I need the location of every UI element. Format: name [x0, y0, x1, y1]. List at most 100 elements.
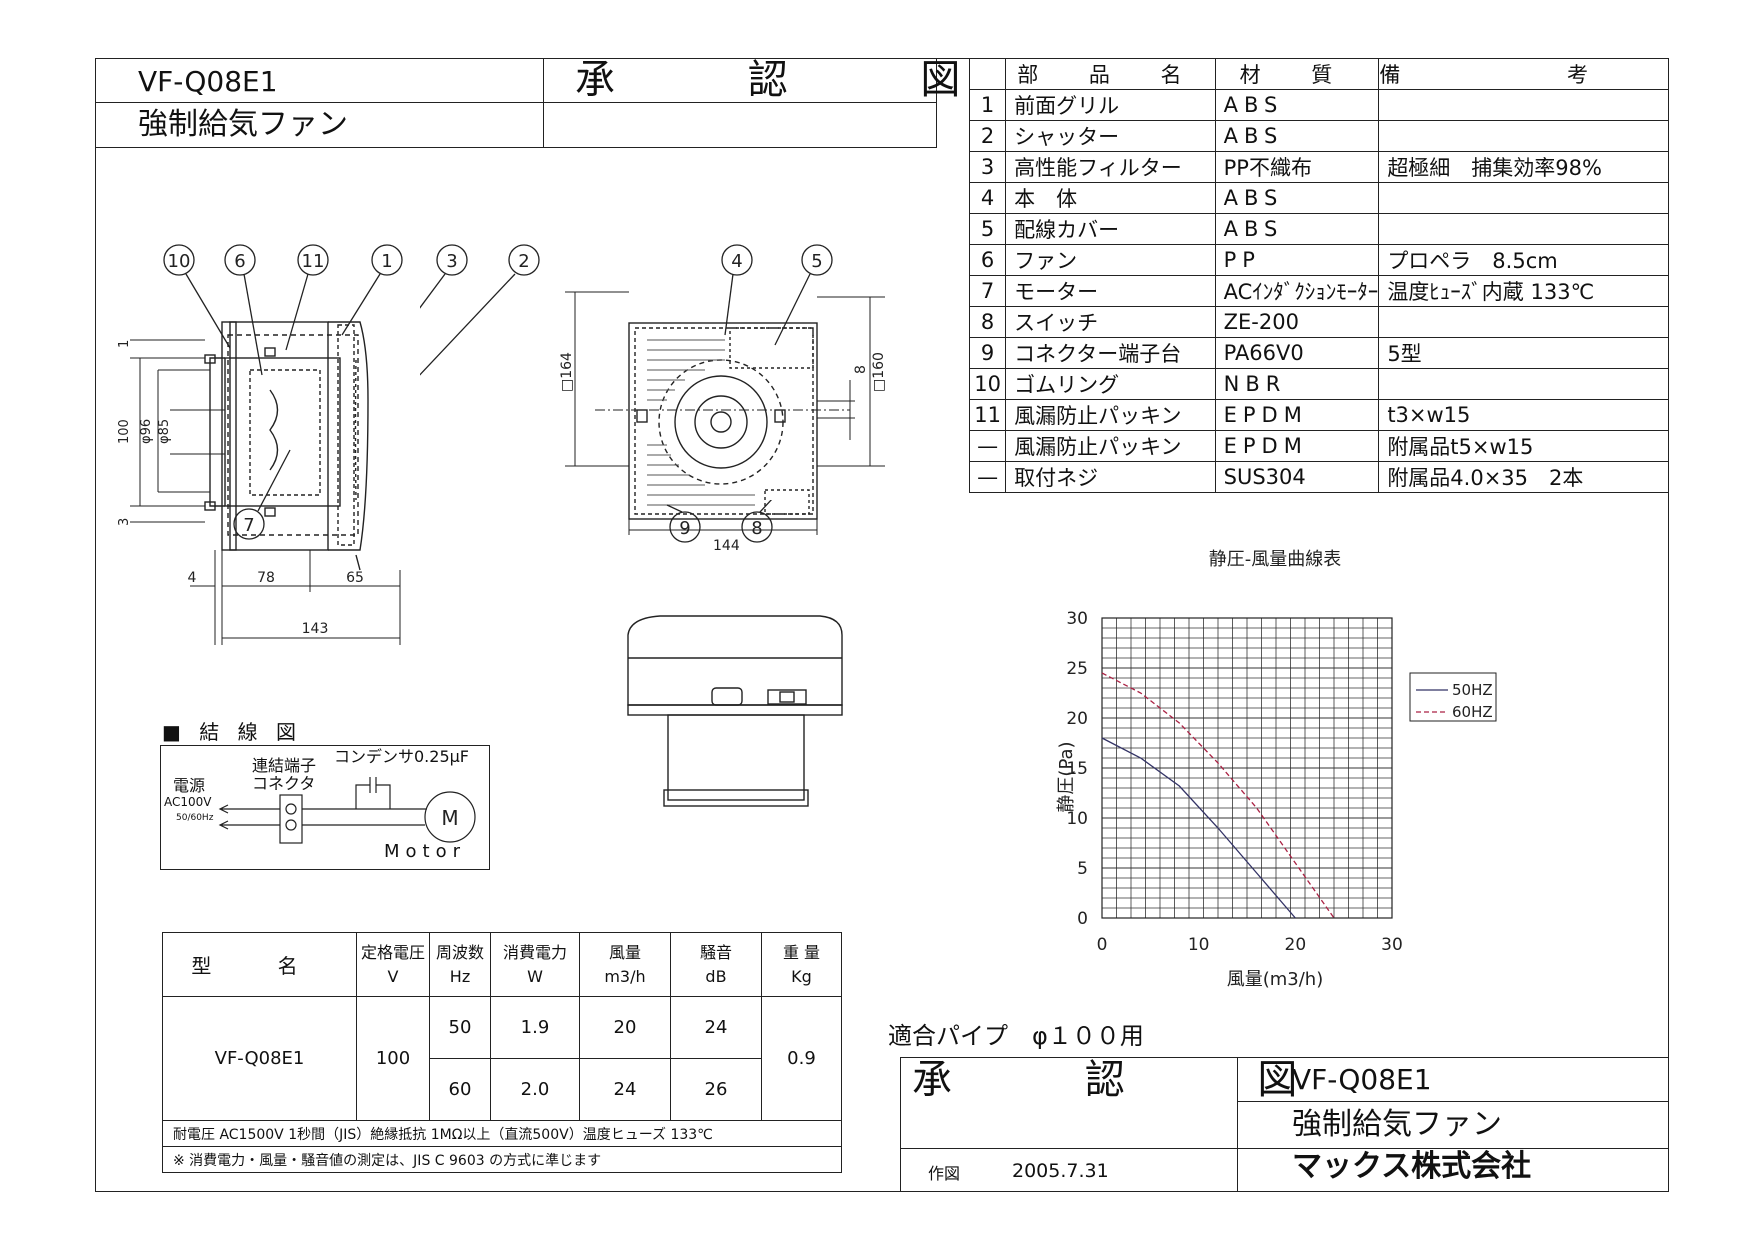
chart-ytick-label: 10 — [1066, 809, 1088, 829]
parts-remark — [1378, 89, 1669, 121]
chart-xtick-label: 10 — [1188, 935, 1210, 955]
side-dim-65: 65 — [346, 570, 364, 586]
parts-no: 1 — [968, 89, 1007, 121]
front-view-drawing: □164 □160 8 144 4 5 — [559, 244, 887, 554]
side-dim-100: 100 — [117, 419, 132, 444]
callout-6: 6 — [234, 251, 245, 272]
spec-airflow-50: 20 — [579, 996, 671, 1059]
front-view-callouts-bottom: 9 8 — [666, 500, 773, 543]
parts-remark — [1378, 120, 1669, 152]
wiring-schematic: M — [218, 777, 476, 844]
chart-ytick-label: 15 — [1066, 759, 1088, 779]
parts-remark: 附属品t5×w15 — [1378, 430, 1669, 462]
spec-noise-50: 24 — [670, 996, 762, 1059]
front-dim-8: 8 — [853, 365, 869, 374]
parts-name: 本 体 — [1005, 182, 1216, 214]
header-block — [95, 58, 937, 148]
parts-remark: 超極細 捕集効率98% — [1378, 151, 1669, 183]
spec-note-1: 耐電圧 AC1500V 1秒間（JIS）絶縁抵抗 1MΩ以上（直流500V）温度… — [162, 1120, 842, 1147]
chart-series-line-50hz — [1101, 737, 1296, 919]
callout-1: 1 — [381, 251, 392, 272]
parts-header-remark: 備 考 — [1378, 58, 1669, 90]
chart-legend-label: 50HZ — [1452, 681, 1493, 699]
side-dim-85: φ85 — [157, 419, 172, 444]
footer-model: VF-Q08E1 — [1292, 1063, 1432, 1096]
parts-no: 11 — [968, 399, 1007, 431]
footer-pipe: 適合パイプ φ１００用 — [888, 1022, 1144, 1050]
spec-power-60: 2.0 — [490, 1058, 580, 1121]
parts-name: 風漏防止パッキン — [1005, 399, 1216, 431]
parts-material: PP — [1214, 244, 1380, 276]
bottom-view-drawing — [627, 615, 843, 807]
callout-8: 8 — [751, 518, 762, 539]
side-dim-4: 4 — [188, 570, 197, 586]
parts-remark: 温度ﾋｭｰｽﾞ内蔵 133℃ — [1378, 275, 1669, 307]
parts-no: 3 — [968, 151, 1007, 183]
footer-drawn-label: 作図 — [928, 1164, 961, 1183]
parts-material: ABS — [1214, 89, 1380, 121]
parts-name: ファン — [1005, 244, 1216, 276]
parts-no: 4 — [968, 182, 1007, 214]
parts-name: 前面グリル — [1005, 89, 1216, 121]
header-model: VF-Q08E1 — [138, 65, 278, 98]
side-view-callouts-right: 3 2 — [420, 244, 540, 376]
parts-material: SUS304 — [1214, 461, 1380, 493]
side-body-rect — [229, 321, 329, 551]
chart-title: 静圧-風量曲線表 — [1209, 549, 1342, 570]
spec-voltage: 100 — [356, 996, 430, 1121]
callout-5: 5 — [811, 251, 822, 272]
spec-freq-60: 60 — [429, 1058, 491, 1121]
footer-product-name: 強制給気ファン — [1292, 1107, 1502, 1142]
parts-header-name: 部 品 名 — [1005, 58, 1216, 90]
parts-remark: t3×w15 — [1378, 399, 1669, 431]
wiring-power-spec: AC100V — [164, 795, 212, 809]
footer-company: マックス株式会社 — [1292, 1149, 1532, 1184]
wiring-motor-symbol: M — [441, 806, 458, 830]
wiring-terminal-label-1: 連結端子 — [252, 756, 317, 775]
callout-9: 9 — [679, 518, 690, 539]
parts-no: 5 — [968, 213, 1007, 245]
wiring-motor-label: Motor — [384, 841, 467, 862]
parts-material: PA66V0 — [1214, 337, 1380, 369]
parts-name: シャッター — [1005, 120, 1216, 152]
parts-remark: プロペラ 8.5cm — [1378, 244, 1669, 276]
chart-xtick-label: 30 — [1381, 935, 1403, 955]
wiring-box — [160, 745, 490, 870]
parts-material: ZE-200 — [1214, 306, 1380, 338]
parts-name: 取付ネジ — [1005, 461, 1216, 493]
spec-noise-60: 26 — [670, 1058, 762, 1121]
spec-header-model: 型 名 — [162, 932, 357, 997]
parts-header-material: 材 質 — [1214, 58, 1380, 90]
parts-no: 9 — [968, 337, 1007, 369]
wiring-terminal-block — [279, 794, 303, 844]
parts-remark — [1378, 213, 1669, 245]
parts-material: EPDM — [1214, 430, 1380, 462]
callout-4: 4 — [731, 251, 742, 272]
wiring-terminal-label-2: コネクタ — [252, 774, 316, 793]
parts-material: NBR — [1214, 368, 1380, 400]
parts-name: ゴムリング — [1005, 368, 1216, 400]
chart-legend-box — [1409, 672, 1497, 722]
parts-no: 8 — [968, 306, 1007, 338]
parts-remark — [1378, 368, 1669, 400]
side-dim-143: 143 — [302, 621, 329, 637]
chart-ytick-label: 20 — [1066, 709, 1088, 729]
parts-no: — — [968, 430, 1007, 462]
chart-grid — [1101, 617, 1393, 919]
parts-material: PP不織布 — [1214, 151, 1380, 183]
parts-remark: 5型 — [1378, 337, 1669, 369]
parts-remark: 附属品4.0×35 2本 — [1378, 461, 1669, 493]
side-dim-3: 3 — [117, 518, 132, 526]
parts-no: 2 — [968, 120, 1007, 152]
parts-material: ABS — [1214, 120, 1380, 152]
